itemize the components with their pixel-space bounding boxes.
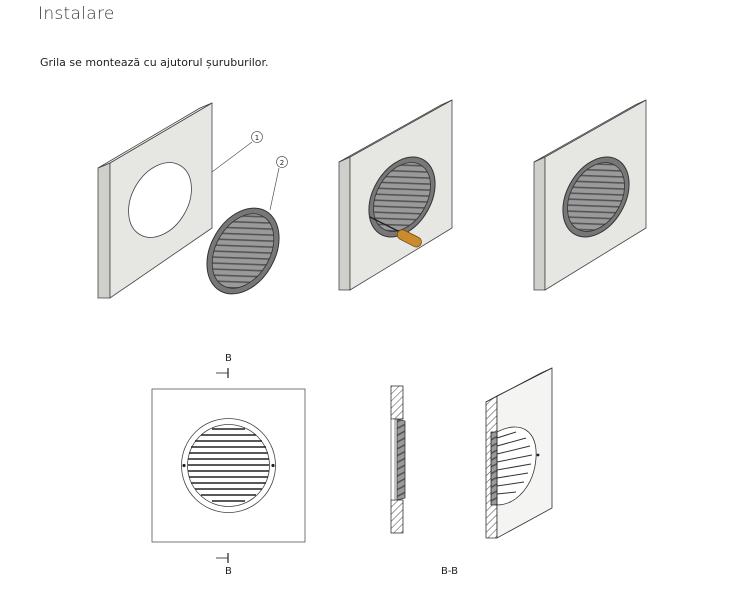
callout-2 xyxy=(276,156,288,168)
screwing-view xyxy=(338,99,453,291)
callout-2-label: 2 xyxy=(280,159,284,167)
screwdriver-icon xyxy=(369,216,422,248)
section-marker-top: B xyxy=(225,353,232,364)
section-view xyxy=(390,385,406,534)
isometric-cut-view xyxy=(485,367,553,539)
page-title: Instalare xyxy=(38,4,115,24)
grille-part xyxy=(206,207,280,295)
intro-text: Grila se montează cu ajutorul șuruburilo… xyxy=(40,56,269,69)
front-view xyxy=(151,368,306,563)
callout-1 xyxy=(251,131,263,143)
mounted-view xyxy=(533,99,647,291)
section-label: B-B xyxy=(441,566,458,577)
section-marker-bottom: B xyxy=(225,566,232,577)
callout-1-label: 1 xyxy=(255,134,259,142)
exploded-view: 1 2 xyxy=(97,102,288,299)
